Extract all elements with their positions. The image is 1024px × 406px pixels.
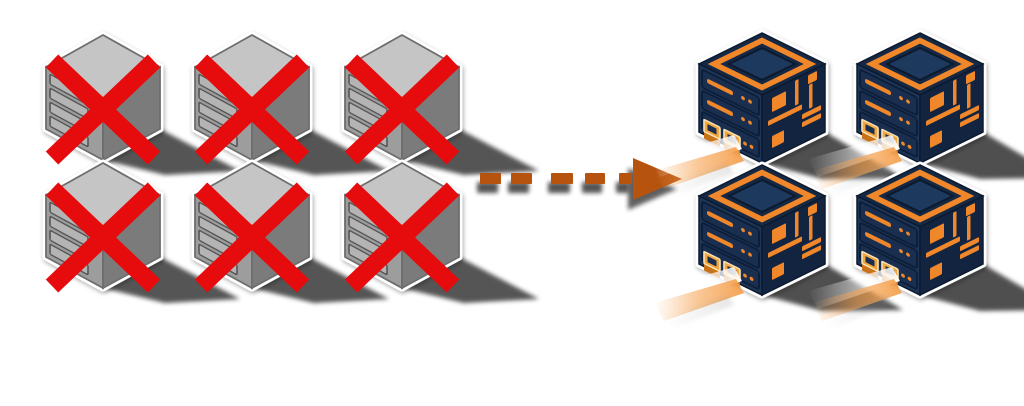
led-dot [907,276,912,281]
server-circuit-pattern [926,71,979,148]
bay-stripe [707,100,733,116]
server-handle [703,250,721,279]
server-circuit-pattern [768,71,821,148]
bay-stripe [707,79,733,95]
top-accent-frame [707,37,817,91]
arrow-dash [585,173,605,184]
led-dot [743,273,747,278]
cast-shadow [402,129,539,175]
bay-stripe [865,211,891,227]
red-x-icon [194,54,310,165]
legacy-server-crossed-out-icon [341,31,539,175]
bay-stripe [865,232,891,248]
server-circuit-pattern [926,203,979,280]
legacy-server-crossed-out-icon [341,159,539,303]
legacy-server-crossed-out-icon [191,159,389,303]
arrow-dash [551,173,573,184]
legacy-server-crossed-out-icon [42,31,240,175]
red-x-icon [344,182,460,293]
led-dot [748,120,752,125]
server-drive-bays [701,69,760,158]
led-dot [741,249,745,254]
led-dot [749,276,754,281]
led-dot [906,120,910,125]
dash-shadow [582,182,602,193]
arrow-dash [619,173,632,184]
led-dot [741,117,745,122]
motion-streaks [808,267,902,328]
modern-server-icon [650,29,903,196]
server-drive-bays [859,201,918,290]
led-dot [748,252,752,257]
red-x-icon [45,54,161,165]
cast-shadow [402,257,539,303]
led-dot [741,228,745,233]
led-dot [743,141,747,146]
led-dot [899,249,903,254]
top-accent-frame [865,169,975,223]
modern-servers-group [650,29,1024,328]
led-dot [906,99,910,104]
cast-shadow [920,132,1024,179]
legacy-servers-group [42,31,539,303]
motion-streaks [650,135,744,196]
motion-streaks [808,135,902,196]
cast-shadow [103,257,240,303]
cast-shadow [252,129,389,175]
motion-streaks [650,267,744,328]
dash-shadow [548,182,570,193]
top-inner-panel [726,46,798,82]
bay-stripe [865,79,891,95]
server-circuit-pattern [768,203,821,280]
arrow-dash [480,173,501,184]
led-dot [748,231,752,236]
led-dot [899,96,903,101]
led-dot [906,231,910,236]
arrowhead [633,158,682,200]
migration-arrow-icon [477,158,682,210]
cast-shadow [920,264,1024,311]
led-dot [901,273,905,278]
red-x-icon [194,182,310,293]
bay-stripe [707,232,733,248]
led-dot [748,99,752,104]
top-accent-frame [865,37,975,91]
top-inner-panel [726,178,798,214]
red-x-icon [344,54,460,165]
red-x-icon [45,182,161,293]
legacy-server-crossed-out-icon [191,31,389,175]
led-dot [741,96,745,101]
cast-shadow [252,257,389,303]
top-inner-panel [884,178,956,214]
led-dot [907,144,912,149]
top-inner-panel [884,46,956,82]
bay-stripe [707,211,733,227]
led-dot [899,228,903,233]
cast-shadow [103,129,240,175]
arrow-dash [511,173,532,184]
led-dot [749,144,754,149]
bay-stripe [865,100,891,116]
dash-shadow [508,182,529,193]
top-accent-frame [707,169,817,223]
legacy-server-crossed-out-icon [42,159,240,303]
led-dot [899,117,903,122]
led-dot [901,141,905,146]
modern-server-icon [808,161,1024,328]
led-dot [906,252,910,257]
dash-shadow [616,182,629,193]
dash-shadow [477,182,498,193]
